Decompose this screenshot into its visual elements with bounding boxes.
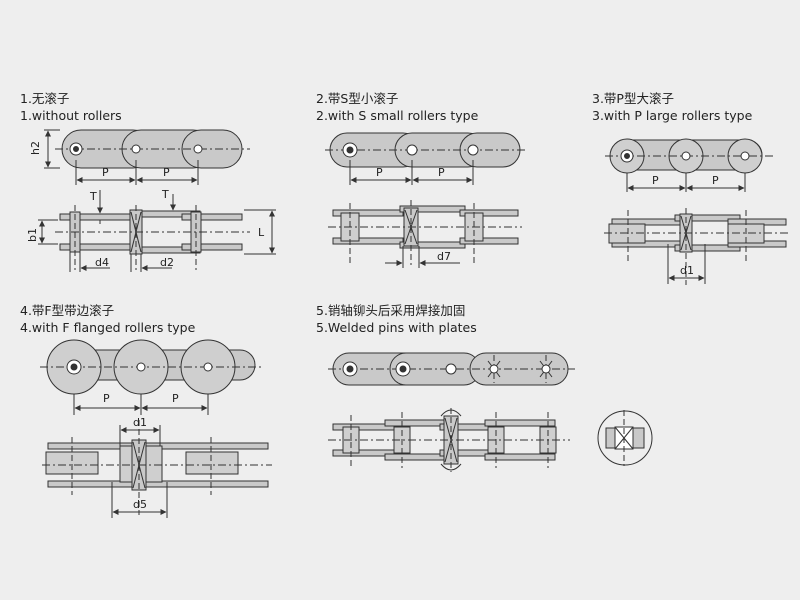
panel3-title: 3.带P型大滚子 3.with P large rollers type	[592, 90, 752, 124]
dim-p: P	[172, 392, 179, 405]
panel2-title-cn: 2.带S型小滚子	[316, 91, 399, 106]
panel5-top-view	[328, 408, 570, 472]
panel2-title-en: 2.with S small rollers type	[316, 108, 479, 123]
panel3-front-view: P P	[605, 138, 775, 192]
dim-d7: d7	[437, 250, 451, 263]
panel4-top-view: d1 d5	[42, 416, 272, 518]
dim-p: P	[103, 392, 110, 405]
panel1-title-en: 1.without rollers	[20, 108, 122, 123]
dim-d1: d1	[133, 416, 147, 429]
dim-p: P	[163, 166, 170, 179]
panel2-title: 2.带S型小滚子 2.with S small rollers type	[316, 90, 478, 124]
panel5-title: 5.销轴铆头后采用焊接加固 5.Welded pins with plates	[316, 302, 477, 336]
dim-h2: h2	[29, 141, 42, 155]
panel4-title-cn: 4.带F型带边滚子	[20, 303, 115, 318]
panel4-front-view: P P	[40, 339, 262, 415]
panel5-title-cn: 5.销轴铆头后采用焊接加固	[316, 303, 466, 318]
pin-hole	[193, 144, 203, 154]
dim-p: P	[438, 166, 445, 179]
dim-t: T	[89, 190, 97, 203]
dim-p: P	[102, 166, 109, 179]
dim-d2: d2	[160, 256, 174, 269]
panel5-front-view	[328, 352, 575, 386]
panel1-title-cn: 1.无滚子	[20, 91, 70, 106]
panel4-title-en: 4.with F flanged rollers type	[20, 320, 196, 335]
panel1-top-view: b1 T T L d4 d2	[26, 188, 276, 272]
panel4-title: 4.带F型带边滚子 4.with F flanged rollers type	[20, 302, 195, 336]
dim-b1: b1	[26, 228, 39, 242]
panel3-top-view: d1	[604, 208, 790, 285]
dim-t: T	[161, 188, 169, 201]
panel1-front-view: h2 P P	[29, 129, 250, 185]
dim-l: L	[258, 226, 265, 239]
dim-d5: d5	[133, 498, 147, 511]
dim-d4: d4	[95, 256, 109, 269]
pin-center	[73, 146, 79, 152]
panel2-top-view: d7	[328, 200, 522, 268]
dim-d1: d1	[680, 264, 694, 277]
dim-p: P	[652, 174, 659, 187]
panel3-title-en: 3.with P large rollers type	[592, 108, 753, 123]
weld-detail	[597, 410, 653, 466]
panel1-title: 1.无滚子 1.without rollers	[20, 90, 122, 124]
panel2-front-view: P P	[325, 132, 525, 185]
pin-hole	[131, 144, 141, 154]
panel5-title-en: 5.Welded pins with plates	[316, 320, 477, 335]
panel3-title-cn: 3.带P型大滚子	[592, 91, 674, 106]
dim-p: P	[712, 174, 719, 187]
dim-p: P	[376, 166, 383, 179]
